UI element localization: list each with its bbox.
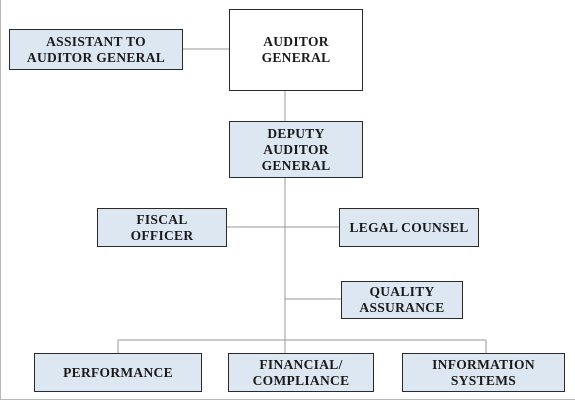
box-auditor-general: AUDITOR GENERAL xyxy=(229,9,363,91)
box-deputy-auditor-general: DEPUTY AUDITOR GENERAL xyxy=(229,121,363,178)
box-assistant-label: ASSISTANT TO AUDITOR GENERAL xyxy=(26,33,166,65)
box-deputy-label: DEPUTY AUDITOR GENERAL xyxy=(261,125,331,173)
box-fiscal-officer-label: FISCAL OFFICER xyxy=(130,211,194,243)
box-performance: PERFORMANCE xyxy=(34,353,202,392)
box-fiscal-officer: FISCAL OFFICER xyxy=(97,208,227,247)
box-assistant-to-auditor-general: ASSISTANT TO AUDITOR GENERAL xyxy=(9,29,183,70)
box-quality-assurance: QUALITY ASSURANCE xyxy=(341,281,463,319)
box-financial-compliance: FINANCIAL/ COMPLIANCE xyxy=(228,353,374,392)
box-legal-counsel-label: LEGAL COUNSEL xyxy=(349,219,469,235)
box-auditor-general-label: AUDITOR GENERAL xyxy=(261,34,331,65)
box-financial-compliance-label: FINANCIAL/ COMPLIANCE xyxy=(252,356,350,388)
box-information-systems-label: INFORMATION SYSTEMS xyxy=(432,356,535,388)
box-quality-assurance-label: QUALITY ASSURANCE xyxy=(359,284,445,315)
box-performance-label: PERFORMANCE xyxy=(63,364,173,380)
box-information-systems: INFORMATION SYSTEMS xyxy=(402,353,565,392)
box-legal-counsel: LEGAL COUNSEL xyxy=(339,208,479,247)
